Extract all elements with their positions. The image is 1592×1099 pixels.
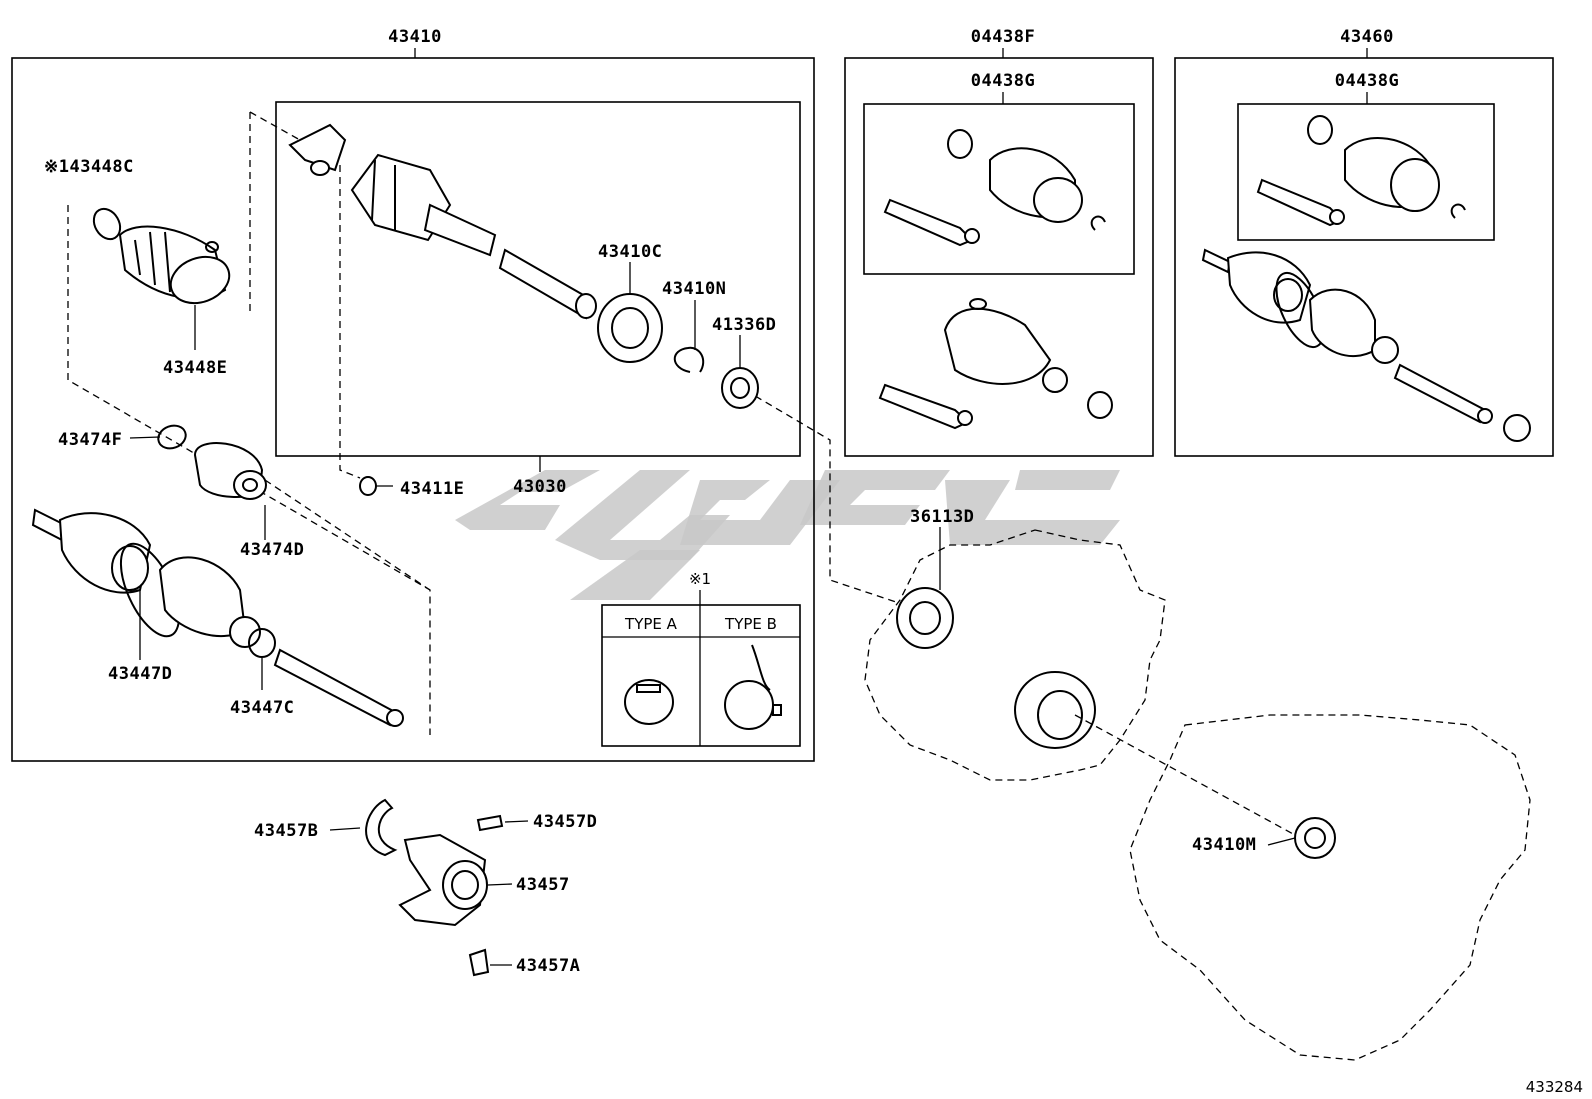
callout-43411E: 43411E: [400, 479, 464, 499]
callout-43410M: 43410M: [1192, 835, 1256, 855]
group-04438F: 04438F 04438G: [844, 27, 1154, 457]
snap-ring-43410N: [673, 346, 705, 373]
callout-leaders: [129, 262, 1296, 966]
callout-labels: ※143448C 43448E 43474F 43474D 43447D 434…: [44, 157, 1256, 976]
callout-43457D: 43457D: [533, 812, 597, 832]
seal-41336D: [721, 367, 759, 409]
driveshaft-assembly: [31, 508, 404, 727]
callout-43448E: 43448E: [163, 358, 227, 378]
boot-assembly-43448: [92, 207, 231, 305]
group-label-04438F: 04438F: [971, 27, 1035, 47]
damper-43474D: [193, 442, 267, 500]
seal-36113D: [896, 587, 954, 649]
group-43030: 43030: [275, 101, 801, 497]
callout-43447C: 43447C: [230, 698, 294, 718]
group-label-43460: 43460: [1340, 27, 1394, 47]
callout-43448C: ※143448C: [44, 157, 134, 177]
note-mark: ※1: [689, 570, 711, 588]
callout-36113D: 36113D: [910, 507, 974, 527]
transaxle-case: [864, 529, 1531, 1061]
callout-43447D: 43447D: [108, 664, 172, 684]
clamp-43474F: [157, 424, 187, 450]
callout-43457B: 43457B: [254, 821, 318, 841]
type-note-box: ※1 TYPE A TYPE B: [601, 570, 801, 747]
group-43410: 43410: [11, 27, 815, 762]
callout-43457A: 43457A: [516, 956, 580, 976]
type-b-label: TYPE B: [724, 615, 777, 633]
group-label-43030: 43030: [513, 477, 567, 497]
callout-43474F: 43474F: [58, 430, 122, 450]
inner-label-04438G-a: 04438G: [971, 71, 1035, 91]
callout-43410C: 43410C: [598, 242, 662, 262]
inner-joint-43030: [288, 123, 597, 320]
callout-43410N: 43410N: [662, 279, 726, 299]
boot-kit-43460: [1256, 115, 1466, 227]
boot-kit-04438F: [878, 129, 1113, 430]
callout-43474D: 43474D: [240, 540, 304, 560]
callout-43457: 43457: [516, 875, 570, 895]
diagram-id: 433284: [1526, 1078, 1583, 1096]
group-43460: 43460 04438G: [1174, 27, 1554, 457]
callout-41336D: 41336D: [712, 315, 776, 335]
bracket-43457: [365, 798, 504, 977]
snap-ring-43411E: [359, 476, 377, 496]
driveshaft-43460: [1201, 248, 1531, 442]
type-a-label: TYPE A: [624, 615, 678, 633]
group-label-43410: 43410: [388, 27, 442, 47]
watermark-logo: [455, 470, 1120, 600]
inner-label-04438G-b: 04438G: [1335, 71, 1399, 91]
seal-43410M: [1294, 817, 1336, 859]
bearing-43410C: [597, 293, 663, 363]
